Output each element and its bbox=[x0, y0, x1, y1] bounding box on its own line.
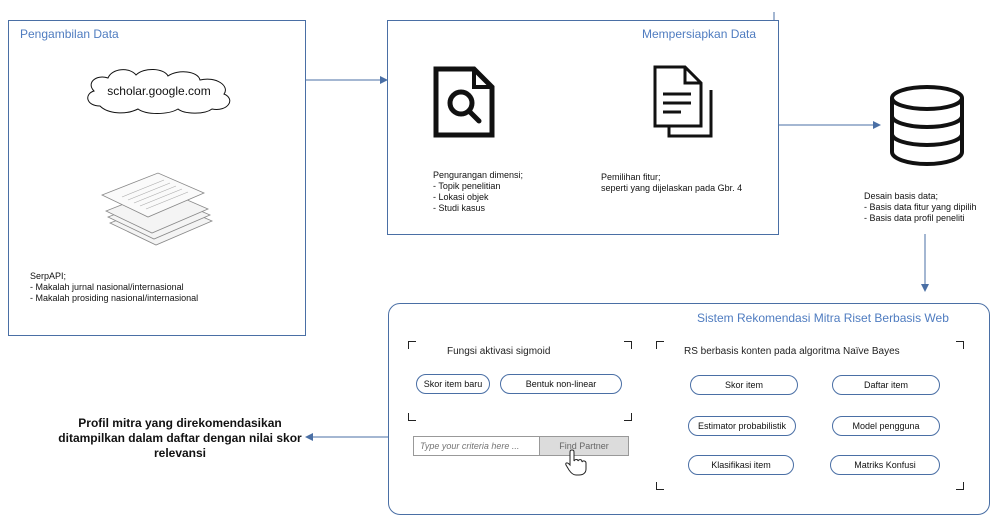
papers-stack-icon bbox=[100, 172, 214, 246]
bracket-corner bbox=[408, 341, 416, 349]
dimension-reduction-caption: Pengurangan dimensi; - Topik penelitian … bbox=[433, 170, 524, 213]
user-model-node: Model pengguna bbox=[832, 416, 940, 436]
data-preparation-title: Mempersiapkan Data bbox=[642, 27, 757, 41]
bracket-corner bbox=[656, 482, 664, 490]
item-score-node: Skor item bbox=[690, 375, 798, 395]
feature-selection-caption: Pemilihan fitur; seperti yang dijelaskan… bbox=[601, 172, 743, 193]
data-preparation-box bbox=[387, 20, 779, 235]
bracket-corner bbox=[956, 341, 964, 349]
document-search-icon bbox=[433, 66, 495, 138]
hand-cursor-icon bbox=[565, 449, 587, 476]
bracket-corner bbox=[408, 413, 416, 421]
probabilistic-estimator-node: Estimator probabilistik bbox=[688, 416, 796, 436]
documents-icon bbox=[653, 65, 713, 138]
new-item-score-node: Skor item baru bbox=[416, 374, 490, 394]
cloud-shape bbox=[87, 69, 231, 114]
find-partner-button[interactable]: Find Partner bbox=[539, 436, 629, 456]
sigmoid-title: Fungsi aktivasi sigmoid bbox=[447, 346, 551, 357]
recommendation-result-text: Profil mitra yang direkomendasikan ditam… bbox=[58, 416, 302, 460]
recommender-system-title: Sistem Rekomendasi Mitra Riset Berbasis … bbox=[697, 311, 949, 325]
cloud-label: scholar.google.com bbox=[107, 84, 211, 98]
item-list-node: Daftar item bbox=[832, 375, 940, 395]
recommender-system-box bbox=[388, 303, 990, 515]
naive-bayes-title: RS berbasis konten pada algoritma Naïve … bbox=[684, 346, 900, 357]
data-collection-title: Pengambilan Data bbox=[20, 27, 119, 41]
database-icon bbox=[890, 85, 964, 166]
database-design-caption: Desain basis data; - Basis data fitur ya… bbox=[864, 191, 977, 223]
bracket-corner bbox=[956, 482, 964, 490]
bracket-corner bbox=[656, 341, 664, 349]
confusion-matrix-node: Matriks Konfusi bbox=[830, 455, 940, 475]
bracket-corner bbox=[624, 413, 632, 421]
bracket-corner bbox=[624, 341, 632, 349]
serpapi-caption: SerpAPI; - Makalah jurnal nasional/inter… bbox=[30, 271, 199, 303]
item-classification-node: Klasifikasi item bbox=[688, 455, 794, 475]
nonlinear-form-node: Bentuk non-linear bbox=[500, 374, 622, 394]
criteria-search-input[interactable] bbox=[413, 436, 539, 456]
